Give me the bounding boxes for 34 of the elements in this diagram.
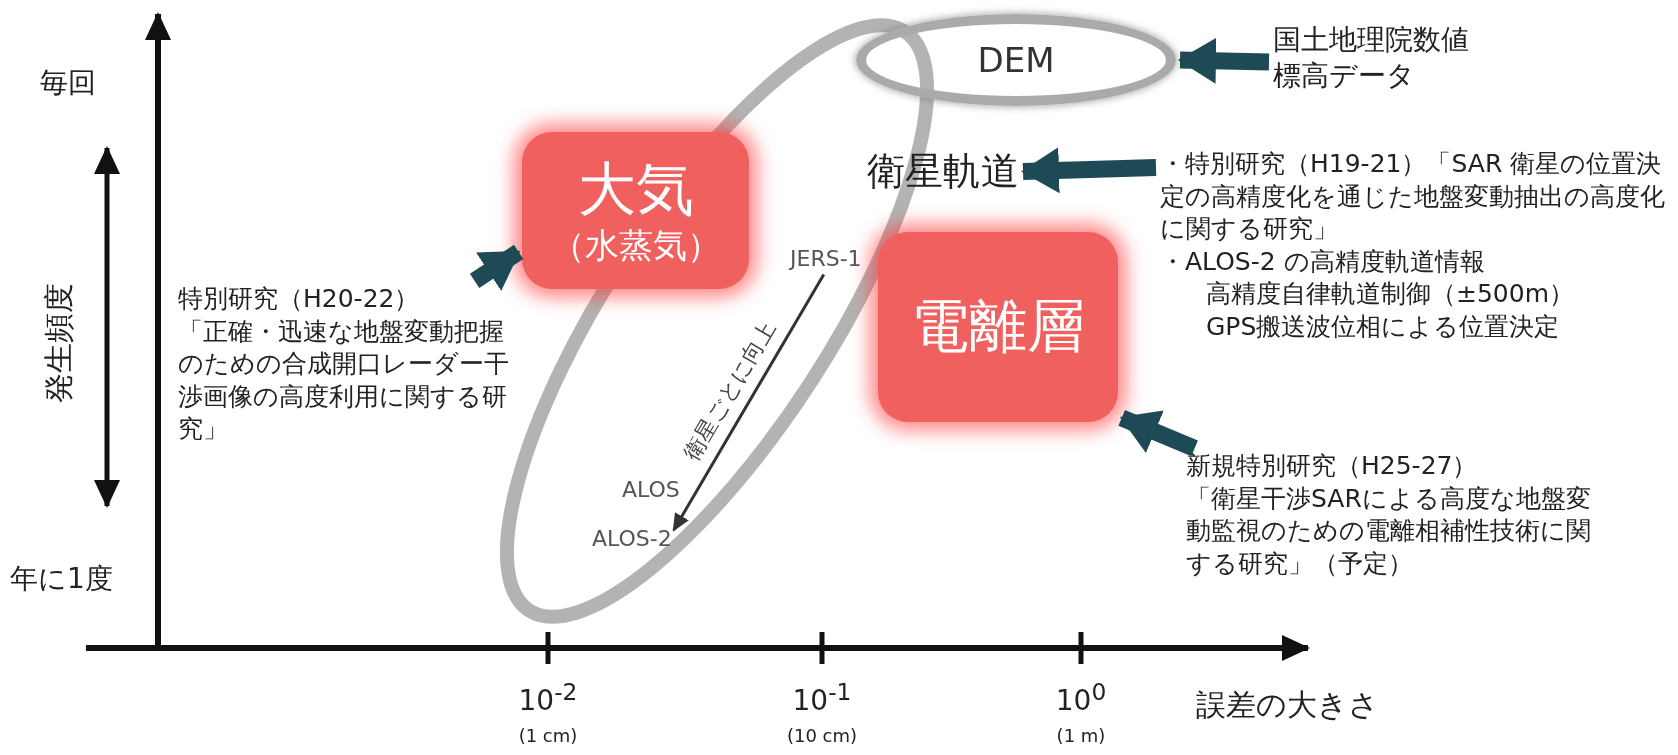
tick-label: (1 m) (1056, 726, 1106, 746)
tick-label: (1 cm) (518, 726, 578, 746)
note-text: 「正確・迅速な地盤変動把握のための合成開口レーダー干渉画像の高度利用に関する研究」 (178, 315, 510, 445)
note-text: 新規特別研究（H25-27） (1186, 450, 1479, 482)
tick-label: (10 cm) (786, 726, 858, 746)
arrow (672, 273, 826, 532)
edge-label: 衛星ごとに向上 (677, 315, 781, 467)
tick-label: 10$^{0}$ (1055, 680, 1107, 718)
note-text: ・ALOS-2 の高精度軌道情報 (1160, 245, 1486, 278)
box-title: 大気 (577, 155, 694, 225)
axis-title: 誤差の大きさ (1196, 688, 1379, 721)
box-title: 電離層 (911, 292, 1085, 362)
axis-title: 発生頻度 (41, 283, 75, 403)
note-text: 「衛星干渉SARによる高度な地盤変動監視のための電離相補性技術に関する研究」（予定） (1186, 482, 1592, 580)
satellite-label: JERS-1 (790, 246, 862, 271)
satellite-label: ALOS (622, 478, 680, 503)
box-subtitle: （水蒸気） (550, 224, 721, 266)
note-text: 特別研究（H20-22） (178, 283, 421, 315)
note-text: GPS搬送波位相による位置決定 (1205, 310, 1561, 343)
note-text: 国土地理院数値標高データ (1273, 22, 1470, 95)
axis-label: 毎回 (40, 68, 96, 99)
note-text: 高精度自律軌道制御（±500m） (1205, 278, 1576, 310)
orbit-label: 衛星軌道 (867, 148, 1019, 195)
tick-label: 10$^{-1}$ (792, 680, 852, 718)
tick-label: 10$^{-2}$ (518, 680, 578, 718)
ellipse-outline: DEM (856, 14, 1176, 106)
rounded-box (522, 132, 749, 289)
rounded-box (878, 232, 1118, 422)
block-arrow (1178, 37, 1270, 84)
note-text: ・特別研究（H19-21）「SAR 衛星の位置決定の高精度化を通じた地盤変動抽出の高度化に関する研究」 (1160, 148, 1666, 245)
axis-label: 年に1度 (10, 564, 113, 595)
block-arrow (1021, 147, 1157, 194)
satellite-label: ALOS-2 (592, 526, 672, 551)
block-arrow (1118, 410, 1198, 457)
